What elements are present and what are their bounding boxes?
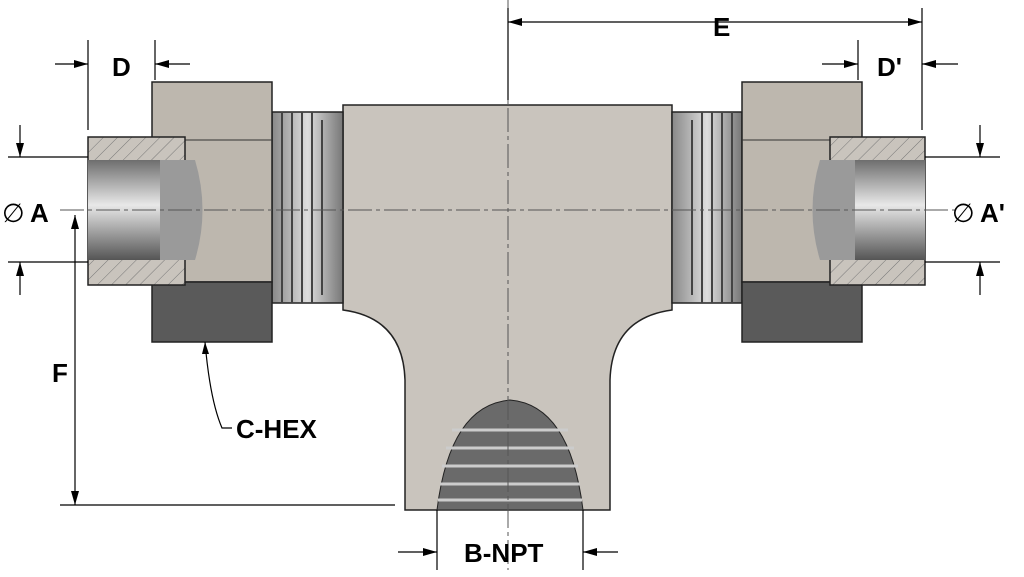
diameter-symbol-a: ∅ (2, 198, 25, 228)
label-a: A (30, 198, 49, 228)
label-d-prime: D' (877, 52, 902, 82)
dimension-arrows (16, 18, 984, 556)
right-thread (671, 111, 743, 304)
label-d: D (112, 52, 131, 82)
npt-threads (438, 428, 582, 502)
label-b-npt: B-NPT (464, 538, 544, 568)
label-e: E (713, 12, 730, 42)
dimension-lines (8, 8, 1000, 570)
left-compression-assembly (87, 81, 344, 343)
label-c-hex: C-HEX (236, 414, 318, 444)
label-f: F (52, 358, 68, 388)
right-nut-dark-face (741, 281, 863, 343)
label-a-prime: A' (980, 198, 1005, 228)
left-nut-dark-face (151, 281, 273, 343)
diameter-symbol-a-prime: ∅ (952, 198, 975, 228)
right-compression-assembly (671, 81, 926, 343)
